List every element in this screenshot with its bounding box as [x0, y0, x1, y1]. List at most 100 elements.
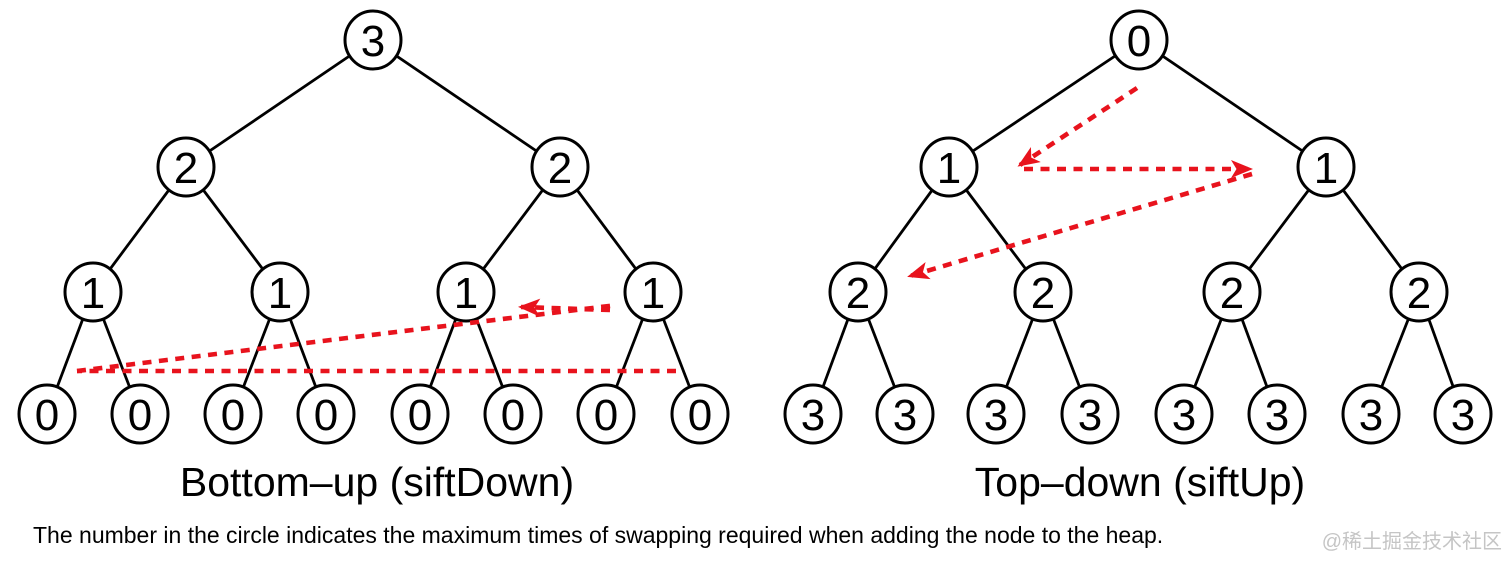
node-value: 1 — [81, 269, 105, 318]
node-value: 1 — [937, 144, 961, 193]
tree-edge — [185, 38, 374, 169]
left-tree-nodes: 3 2 2 1 1 — [17, 9, 730, 445]
node-value: 2 — [1220, 269, 1244, 318]
node-value: 0 — [408, 391, 432, 440]
node-value: 2 — [174, 144, 198, 193]
tree-node: 2 — [828, 261, 888, 323]
node-circle — [783, 383, 843, 445]
tree-node: 3 — [966, 383, 1026, 445]
node-circle — [1202, 261, 1262, 323]
tree-node: 3 — [875, 383, 935, 445]
node-circle — [966, 383, 1026, 445]
node-value: 0 — [35, 391, 59, 440]
node-value: 0 — [688, 391, 712, 440]
node-circle — [110, 383, 170, 445]
node-value: 2 — [1407, 269, 1431, 318]
tree-node: 3 — [1341, 383, 1401, 445]
node-circle — [156, 136, 216, 198]
node-circle — [1060, 383, 1120, 445]
tree-node: 3 — [783, 383, 843, 445]
tree-node: 1 — [919, 136, 979, 198]
node-value: 1 — [454, 269, 478, 318]
tree-node: 1 — [63, 261, 123, 323]
tree-node: 0 — [1109, 9, 1169, 71]
right-tree-nodes: 0 1 1 2 2 — [783, 9, 1493, 445]
tree-node: 0 — [576, 383, 636, 445]
tree-edge — [948, 38, 1140, 169]
node-circle — [623, 261, 683, 323]
node-circle — [1013, 261, 1073, 323]
node-value: 2 — [846, 269, 870, 318]
node-circle — [875, 383, 935, 445]
node-value: 3 — [1265, 391, 1289, 440]
node-value: 3 — [1078, 391, 1102, 440]
node-circle — [530, 136, 590, 198]
traversal-arrow — [518, 298, 611, 317]
tree-node: 2 — [156, 136, 216, 198]
tree-node: 0 — [203, 383, 263, 445]
node-circle — [1296, 136, 1356, 198]
figure-caption: The number in the circle indicates the m… — [33, 522, 1164, 548]
node-circle — [1247, 383, 1307, 445]
right-tree-label: Top–down (siftUp) — [974, 459, 1306, 505]
tree-node: 3 — [1154, 383, 1214, 445]
tree-node: 0 — [296, 383, 356, 445]
tree-edge — [372, 38, 561, 169]
tree-node: 0 — [670, 383, 730, 445]
right-traversal-arrows — [907, 86, 1253, 280]
node-circle — [1154, 383, 1214, 445]
left-tree-label: Bottom–up (siftDown) — [179, 459, 575, 505]
right-tree: 0 1 1 2 2 — [783, 9, 1493, 445]
node-value: 3 — [893, 391, 917, 440]
tree-node: 3 — [1247, 383, 1307, 445]
tree-node: 1 — [1296, 136, 1356, 198]
node-circle — [436, 261, 496, 323]
tree-node: 0 — [483, 383, 543, 445]
left-tree: 3 2 2 1 1 — [17, 9, 730, 445]
watermark: @稀土掘金技术社区 — [1321, 531, 1502, 553]
tree-node: 1 — [436, 261, 496, 323]
node-circle — [576, 383, 636, 445]
tree-node: 1 — [250, 261, 310, 323]
tree-node: 3 — [1060, 383, 1120, 445]
tree-node: 3 — [343, 9, 403, 71]
node-circle — [343, 9, 403, 71]
tree-node: 0 — [17, 383, 77, 445]
node-value: 3 — [1359, 391, 1383, 440]
tree-node: 1 — [623, 261, 683, 323]
traversal-arrow — [1017, 86, 1139, 167]
node-circle — [1433, 383, 1493, 445]
node-value: 2 — [548, 144, 572, 193]
node-value: 0 — [501, 391, 525, 440]
node-value: 3 — [361, 17, 385, 66]
node-circle — [390, 383, 450, 445]
node-value: 0 — [221, 391, 245, 440]
tree-edge — [1138, 38, 1327, 169]
tree-node: 0 — [390, 383, 450, 445]
tree-node: 3 — [1433, 383, 1493, 445]
node-value: 3 — [984, 391, 1008, 440]
traversal-arrow — [907, 171, 1253, 280]
node-circle — [17, 383, 77, 445]
node-value: 1 — [641, 269, 665, 318]
node-value: 3 — [1451, 391, 1475, 440]
node-circle — [63, 261, 123, 323]
right-tree-edges — [811, 38, 1465, 415]
tree-node: 2 — [1013, 261, 1073, 323]
node-circle — [1109, 9, 1169, 71]
traversal-dash-line — [76, 302, 618, 374]
tree-node: 0 — [110, 383, 170, 445]
node-circle — [296, 383, 356, 445]
node-value: 0 — [594, 391, 618, 440]
tree-node: 2 — [1389, 261, 1449, 323]
node-circle — [828, 261, 888, 323]
left-traversal-arrows — [76, 298, 676, 374]
node-circle — [1389, 261, 1449, 323]
left-tree-edges — [45, 38, 702, 415]
tree-node: 2 — [530, 136, 590, 198]
node-value: 0 — [128, 391, 152, 440]
node-circle — [670, 383, 730, 445]
node-value: 1 — [268, 269, 292, 318]
